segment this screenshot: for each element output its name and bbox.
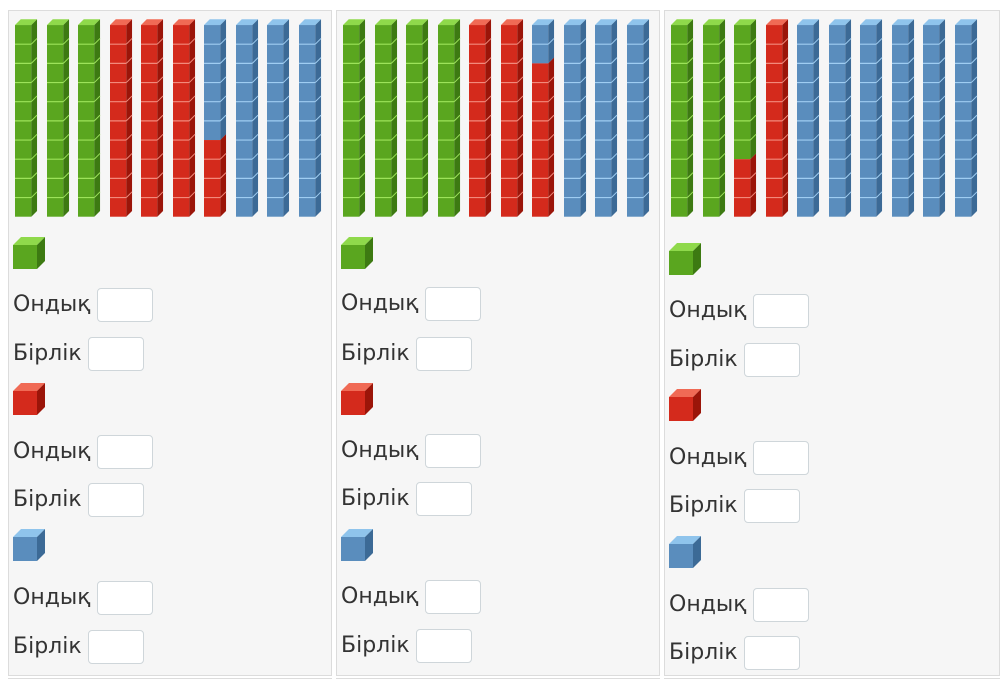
blue-tens-input[interactable]: [752, 588, 809, 622]
ten-rod: [765, 19, 788, 217]
green-tens-input[interactable]: [752, 294, 809, 328]
green-tens-row: Ондық: [669, 291, 809, 331]
blue-ones-row: Бірлік: [669, 633, 800, 673]
ten-rod: [860, 19, 883, 217]
ten-rod: [797, 19, 820, 217]
next-row-edge: [336, 678, 660, 685]
ten-rod: [954, 19, 977, 217]
ten-rod: [563, 19, 586, 217]
blue-cube-icon: [669, 536, 703, 574]
red-ones-row: Бірлік: [669, 486, 800, 526]
tens-label: Ондық: [341, 438, 419, 463]
ten-rod: [204, 19, 227, 217]
tens-label: Ондық: [341, 584, 419, 609]
green-tens-input[interactable]: [96, 288, 153, 322]
blue-cube-icon: [13, 529, 47, 567]
ten-rod: [891, 19, 914, 217]
tens-label: Ондық: [669, 445, 747, 470]
blue-ones-input[interactable]: [415, 629, 472, 663]
green-ones-input[interactable]: [743, 343, 800, 377]
green-ones-input[interactable]: [415, 337, 472, 371]
ones-label: Бірлік: [669, 493, 738, 518]
tens-label: Ондық: [341, 291, 419, 316]
ten-rod: [702, 19, 725, 217]
red-tens-row: Ондық: [669, 438, 809, 478]
red-ones-input[interactable]: [743, 489, 800, 523]
blue-tens-input[interactable]: [96, 581, 153, 615]
ones-label: Бірлік: [341, 341, 410, 366]
ten-rod: [437, 19, 460, 217]
red-ones-input[interactable]: [87, 483, 144, 517]
ten-rod: [406, 19, 429, 217]
green-cube-icon: [341, 237, 375, 275]
ones-label: Бірлік: [341, 486, 410, 511]
ones-label: Бірлік: [13, 634, 82, 659]
panel-3: Ондық Бірлік Ондық Бірлік Ондық Бірлік: [664, 10, 1000, 676]
ten-rod: [46, 19, 69, 217]
ten-rod: [500, 19, 523, 217]
red-ones-row: Бірлік: [341, 479, 472, 519]
red-tens-input[interactable]: [96, 435, 153, 469]
ten-rod: [734, 19, 757, 217]
tens-label: Ондық: [669, 298, 747, 323]
green-cube-icon: [13, 237, 47, 275]
ten-rod: [923, 19, 946, 217]
blue-tens-row: Ондық: [341, 577, 481, 617]
green-ones-row: Бірлік: [669, 340, 800, 380]
next-row-edge: [664, 678, 1000, 685]
red-ones-input[interactable]: [415, 482, 472, 516]
blue-cube-icon: [341, 529, 375, 567]
ten-rod: [671, 19, 694, 217]
ten-rod: [343, 19, 366, 217]
ten-rod: [828, 19, 851, 217]
red-tens-input[interactable]: [424, 434, 481, 468]
red-tens-row: Ондық: [341, 431, 481, 471]
green-ones-row: Бірлік: [13, 334, 144, 374]
tens-label: Ондық: [13, 292, 91, 317]
green-ones-input[interactable]: [87, 337, 144, 371]
ten-rod: [532, 19, 555, 217]
ten-rod: [626, 19, 649, 217]
panel-2: Ондық Бірлік Ондық Бірлік Ондық Бірлік: [336, 10, 660, 676]
red-ones-row: Бірлік: [13, 480, 144, 520]
green-tens-row: Ондық: [341, 284, 481, 324]
ones-label: Бірлік: [669, 347, 738, 372]
ten-rod: [235, 19, 258, 217]
next-row-edge: [8, 678, 332, 685]
ten-rod: [374, 19, 397, 217]
tens-label: Ондық: [13, 585, 91, 610]
green-ones-row: Бірлік: [341, 334, 472, 374]
ten-rod: [109, 19, 132, 217]
ten-rod: [469, 19, 492, 217]
ones-label: Бірлік: [13, 341, 82, 366]
blue-ones-row: Бірлік: [13, 627, 144, 667]
red-cube-icon: [341, 383, 375, 421]
tens-label: Ондық: [669, 592, 747, 617]
tens-label: Ондық: [13, 439, 91, 464]
blue-tens-row: Ондық: [13, 578, 153, 618]
blue-ones-input[interactable]: [87, 630, 144, 664]
ten-rod: [595, 19, 618, 217]
ten-rod: [172, 19, 195, 217]
ones-label: Бірлік: [341, 633, 410, 658]
red-tens-input[interactable]: [752, 441, 809, 475]
panel-1: Ондық Бірлік Ондық Бірлік Ондық Бірлік: [8, 10, 332, 676]
red-cube-icon: [669, 389, 703, 427]
green-tens-input[interactable]: [424, 287, 481, 321]
blue-tens-input[interactable]: [424, 580, 481, 614]
red-cube-icon: [13, 383, 47, 421]
ones-label: Бірлік: [669, 640, 738, 665]
red-tens-row: Ондық: [13, 432, 153, 472]
ten-rod: [15, 19, 38, 217]
blue-ones-input[interactable]: [743, 636, 800, 670]
ten-rod: [298, 19, 321, 217]
blue-tens-row: Ондық: [669, 585, 809, 625]
blue-ones-row: Бірлік: [341, 626, 472, 666]
ten-rod: [267, 19, 290, 217]
green-cube-icon: [669, 243, 703, 281]
ones-label: Бірлік: [13, 487, 82, 512]
green-tens-row: Ондық: [13, 285, 153, 325]
ten-rod: [78, 19, 101, 217]
ten-rod: [141, 19, 164, 217]
